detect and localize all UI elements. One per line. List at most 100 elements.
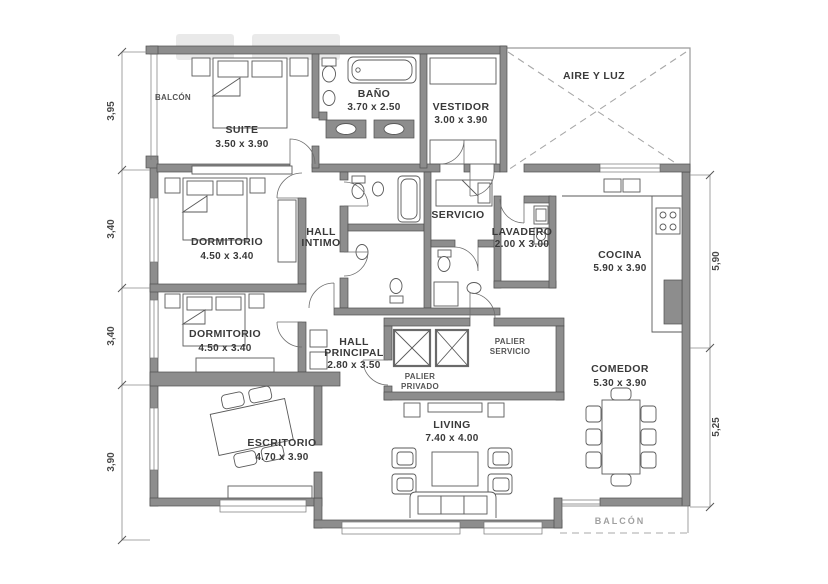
dormitorio1-dims: 4.50 x 3.40 <box>200 251 253 262</box>
wardrobe-icon <box>195 357 275 373</box>
hall-intimo: HALL INTIMO <box>301 226 340 249</box>
escritorio-window <box>149 407 159 471</box>
bidet-icon <box>322 90 336 106</box>
lavadero: LAVADERO 2.00 X 3.00 <box>492 195 557 289</box>
palier-privado: PALIER PRIVADO <box>392 328 470 391</box>
hall-intimo-label-1: HALL <box>306 226 336 238</box>
vestidor-label: VESTIDOR <box>433 101 490 113</box>
hall-principal: HALL PRINCIPAL 2.80 x 3.50 <box>309 329 384 371</box>
armchair-icon <box>391 447 417 469</box>
coffee-table-icon <box>431 451 479 487</box>
suite-label: SUITE <box>226 124 259 136</box>
bathroom-top <box>351 175 421 223</box>
wardrobe-icon <box>277 199 297 263</box>
dining-table-icon <box>585 387 657 487</box>
dormitorio-1: DORMITORIO 4.50 x 3.40 <box>164 165 297 263</box>
shower-icon <box>433 281 459 307</box>
dormitorio1-label: DORMITORIO <box>191 236 263 248</box>
palier-servicio: PALIER SERVICIO <box>490 337 530 356</box>
dormitorio2-window <box>149 299 159 359</box>
dim-left-3: 3,90 <box>106 452 117 472</box>
double-vanity-icon <box>325 119 415 139</box>
dormitorio2-label: DORMITORIO <box>189 328 261 340</box>
sofa-icon <box>409 491 497 518</box>
living-dims: 7.40 x 4.00 <box>425 433 478 444</box>
stove-icon <box>655 207 681 235</box>
toilet-icon <box>389 278 404 304</box>
door-arcs <box>276 138 525 386</box>
bath-service-door <box>453 246 479 272</box>
lavadero-door <box>499 198 525 224</box>
servicio-door <box>469 171 495 197</box>
balcony-bottom: BALCÓN <box>560 505 690 534</box>
bathroom-service <box>433 249 482 307</box>
bathroom-middle <box>355 244 404 304</box>
hall-chair-icon <box>309 329 328 348</box>
hall-principal-dims: 2.80 x 3.50 <box>327 360 380 371</box>
aire-y-luz-courtyard: AIRE Y LUZ <box>506 47 691 172</box>
dormitorio2-door <box>276 321 303 348</box>
comedor-dims: 5.30 x 3.90 <box>593 378 646 389</box>
hall-chair-icon <box>309 351 328 370</box>
entrance-door <box>362 359 389 386</box>
living-label: LIVING <box>433 419 470 431</box>
vestidor-door <box>439 139 465 165</box>
dormitorio1-door <box>276 172 303 199</box>
laundry-tub-icon <box>533 205 549 225</box>
suite: SUITE 3.50 x 3.90 <box>191 57 309 150</box>
dim-left-1: 3,40 <box>106 219 117 239</box>
dormitorio-2: DORMITORIO 4.50 x 3.40 <box>164 293 275 373</box>
cocina-dims: 5.90 x 3.90 <box>593 263 646 274</box>
servicio: SERVICIO <box>431 179 493 221</box>
bathtub-icon <box>397 175 421 223</box>
balcony-door-threshold <box>562 499 600 505</box>
armchair-icon <box>391 473 417 495</box>
toilet-icon <box>321 57 337 83</box>
living: LIVING 7.40 x 4.00 <box>391 402 513 518</box>
cocina: COCINA 5.90 x 3.90 <box>562 178 683 333</box>
dim-left-2: 3,40 <box>106 326 117 346</box>
bano-dims: 3.70 x 2.50 <box>347 102 400 113</box>
dim-right-0: 5,90 <box>711 251 722 271</box>
suite-dims: 3.50 x 3.90 <box>215 139 268 150</box>
tv-cabinet-icon <box>403 402 505 418</box>
dimension-lines-left: 3,95 3,40 3,40 3,90 <box>106 47 150 545</box>
palier-privado-label-2: PRIVADO <box>401 382 439 391</box>
servicio-label: SERVICIO <box>431 209 484 221</box>
hall-intimo-label-2: INTIMO <box>301 237 340 249</box>
toilet-icon <box>351 175 366 199</box>
escritorio-label: ESCRITORIO <box>247 437 316 449</box>
lavadero-label: LAVADERO <box>492 226 553 238</box>
aire-y-luz-label: AIRE Y LUZ <box>563 70 625 82</box>
elevator-icon <box>434 328 470 368</box>
vestidor-dims: 3.00 x 3.90 <box>434 115 487 126</box>
armchair-icon <box>487 473 513 495</box>
wardrobe-icon <box>429 57 497 165</box>
bano-label: BAÑO <box>358 87 391 100</box>
hall-principal-label-2: PRINCIPAL <box>324 347 384 359</box>
hall-principal-label-1: HALL <box>339 336 369 348</box>
balcony-top: BALCÓN <box>150 54 191 160</box>
pantry-icon <box>663 279 683 325</box>
elevator-icon <box>392 328 432 368</box>
armchair-icon <box>487 447 513 469</box>
escritorio: ESCRITORIO 4.70 x 3.90 <box>209 385 316 499</box>
vestidor: VESTIDOR 3.00 x 3.90 <box>429 57 497 165</box>
suite-door <box>289 138 316 165</box>
palier-servicio-label-1: PALIER <box>495 337 526 346</box>
bed-icon <box>164 293 265 347</box>
dimension-lines-right: 5,90 5,25 <box>690 170 722 512</box>
living-window-2 <box>483 521 543 535</box>
bano: BAÑO 3.70 x 2.50 <box>321 56 417 139</box>
bath-top-door <box>343 181 369 207</box>
bidet-icon <box>372 181 384 197</box>
comedor: COMEDOR 5.30 x 3.90 <box>585 363 657 487</box>
single-bed-icon <box>435 179 493 207</box>
dormitorio2-dims: 4.50 x 3.40 <box>198 343 251 354</box>
radiator-icon <box>191 165 293 175</box>
cocina-label: COCINA <box>598 249 642 261</box>
dormitorio1-window <box>149 197 159 263</box>
escritorio-bottom-window <box>219 499 307 513</box>
